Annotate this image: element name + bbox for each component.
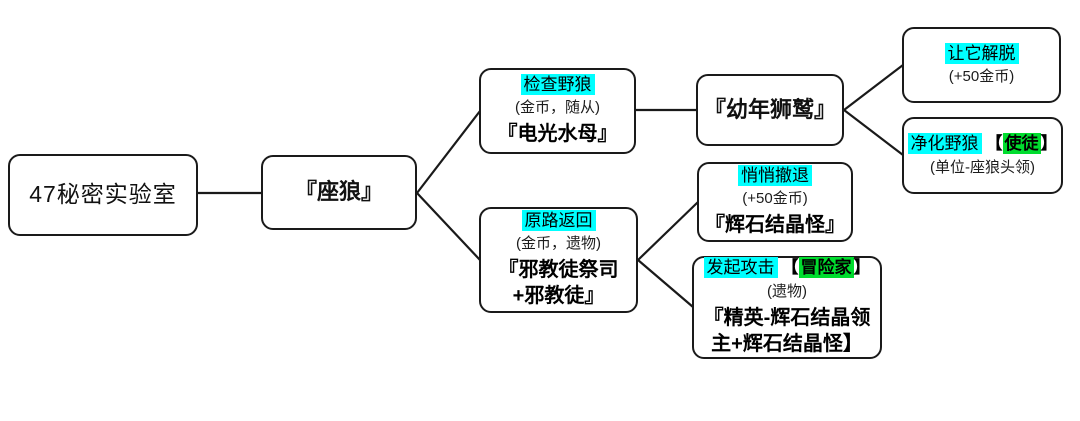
encounter-label: 『电光水母』 — [497, 123, 618, 146]
reward-label: (遗物) — [767, 282, 807, 300]
node-secret-lab: 47秘密实验室 — [8, 154, 198, 236]
connector-warg-check — [415, 109, 482, 195]
action-label: 检查野狼 — [520, 73, 595, 95]
tag-bracket-close: 】 — [853, 258, 871, 278]
class-tag-highlight: 冒险家 — [798, 257, 854, 279]
connector-griffin-purify — [842, 108, 905, 157]
tag-bracket-open: 【 — [985, 134, 1003, 154]
action-highlight: 净化野狼 — [907, 133, 982, 155]
action-label: 原路返回 — [521, 209, 596, 231]
connector-griffin-release — [842, 63, 905, 112]
action-highlight: 检查野狼 — [520, 73, 595, 95]
node-attack: 发起攻击【冒险家】 (遗物) 『精英-辉石结晶领主+辉石结晶怪】 — [692, 256, 882, 359]
tag-bracket-open: 【 — [781, 258, 799, 278]
connector-back-attack — [636, 258, 695, 309]
action-label: 发起攻击【冒险家】 — [703, 257, 871, 279]
action-label: 让它解脱 — [944, 42, 1019, 64]
action-highlight: 发起攻击 — [703, 257, 778, 279]
node-purify-wolf: 净化野狼【使徒】 (单位-座狼头领) — [902, 117, 1063, 194]
node-check-wolf: 检查野狼 (金币，随从) 『电光水母』 — [479, 68, 636, 154]
reward-label: (+50金币) — [742, 190, 808, 208]
action-label: 净化野狼【使徒】 — [907, 133, 1058, 155]
node-release-it: 让它解脱 (+50金币) — [902, 27, 1061, 103]
node-warg: 『座狼』 — [261, 155, 417, 230]
action-label: 悄悄撤退 — [738, 164, 812, 186]
node-sneak-retreat: 悄悄撤退 (+50金币) 『辉石结晶怪』 — [697, 162, 853, 242]
tag-bracket-close: 】 — [1040, 134, 1058, 154]
connector-warg-back — [415, 191, 482, 262]
node-young-griffin: 『幼年狮鹫』 — [696, 74, 844, 146]
reward-label: (金币，随从) — [515, 99, 600, 117]
encounter-label: 『辉石结晶怪』 — [705, 214, 845, 237]
action-highlight: 让它解脱 — [944, 42, 1019, 64]
reward-label: (单位-座狼头领) — [930, 158, 1035, 176]
node-go-back: 原路返回 (金币，遗物) 『邪教徒祭司+邪教徒』 — [479, 207, 638, 313]
action-highlight: 悄悄撤退 — [738, 164, 812, 186]
connector-back-retreat — [636, 200, 700, 262]
class-tag-highlight: 使徒 — [1002, 133, 1041, 155]
node-title: 『幼年狮鹫』 — [703, 96, 836, 122]
node-title: 47秘密实验室 — [29, 181, 177, 208]
action-highlight: 原路返回 — [521, 209, 596, 231]
encounter-label: 『邪教徒祭司+邪教徒』 — [498, 259, 619, 308]
node-title: 『座狼』 — [294, 179, 383, 205]
reward-label: (+50金币) — [948, 68, 1015, 86]
reward-label: (金币，遗物) — [516, 235, 601, 253]
encounter-label: 『精英-辉石结晶领主+辉石结晶怪】 — [703, 306, 871, 355]
